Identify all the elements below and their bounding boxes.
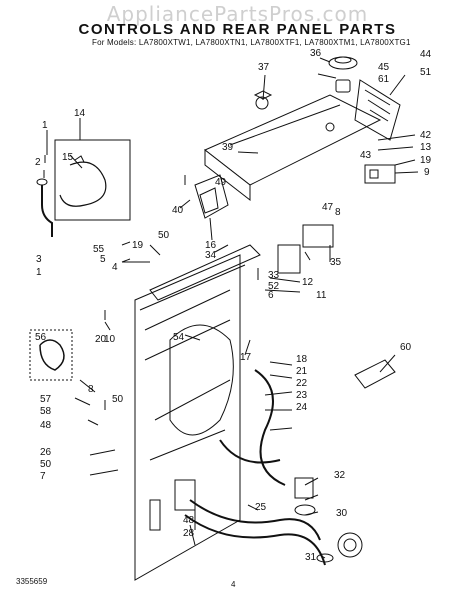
callout-label: 15: [62, 152, 74, 163]
callout-label: 49: [215, 177, 227, 188]
callout-label: 48: [183, 515, 195, 526]
callout-label: 57: [40, 394, 52, 405]
callout-label: 34: [205, 250, 217, 261]
callout-label: 50: [112, 394, 124, 405]
callout-label: 20: [95, 334, 107, 345]
callout-label: 43: [360, 150, 372, 161]
callout-label: 17: [240, 352, 252, 363]
callout-label: 30: [336, 508, 348, 519]
callout-label: 50: [158, 230, 170, 241]
callout-label: 36: [310, 48, 322, 59]
callout-label: 5: [100, 254, 106, 265]
callout-label: 51: [420, 67, 432, 78]
callout-label: 54: [173, 332, 185, 343]
callout-label: 19: [132, 240, 144, 251]
callout-labels: 1 14 15 37 36 44 45 61 51 39 43 42 13 19…: [35, 48, 432, 563]
callout-label: 7: [40, 471, 46, 482]
callout-label: 33: [268, 270, 280, 281]
callout-label: 39: [222, 142, 234, 153]
callout-label: 40: [172, 205, 184, 216]
watermark: AppliancePartsPros.com: [106, 2, 369, 26]
callout-label: 28: [183, 528, 195, 539]
callout-label: 2: [35, 157, 41, 168]
callout-label: 1: [36, 267, 42, 278]
callout-label: 25: [255, 502, 267, 513]
callout-label: 9: [424, 167, 430, 178]
callout-label: 44: [420, 49, 432, 60]
diagram-title: CONTROLS AND REAR PANEL PARTS: [78, 21, 397, 38]
cord-box: [54, 139, 131, 221]
timer-bracket: [354, 79, 401, 141]
callout-label: 31: [305, 552, 317, 563]
callout-label: 55: [93, 244, 105, 255]
callout-label: 6: [268, 290, 274, 301]
callout-label: 47: [322, 202, 334, 213]
callout-label: 24: [296, 402, 308, 413]
callout-label: 18: [296, 354, 308, 365]
callout-label: 45: [378, 62, 390, 73]
callout-label: 13: [420, 142, 432, 153]
callout-label: 4: [112, 262, 118, 273]
callout-label: 50: [40, 459, 52, 470]
callout-label: 8: [335, 207, 341, 218]
callout-label: 14: [74, 108, 86, 119]
callout-label: 19: [420, 155, 432, 166]
callout-label: 8: [88, 384, 94, 395]
callout-label: 26: [40, 447, 52, 458]
callout-label: 12: [302, 277, 314, 288]
callout-label: 16: [205, 240, 217, 251]
callout-label: 3: [36, 254, 42, 265]
callout-label: 23: [296, 390, 308, 401]
callout-label: 61: [378, 74, 390, 85]
control-console-face: [204, 148, 251, 202]
callout-label: 52: [268, 281, 280, 292]
callout-label: 58: [40, 406, 52, 417]
callout-label: 11: [316, 290, 327, 301]
callout-label: 42: [420, 130, 432, 141]
callout-label: 22: [296, 378, 308, 389]
callout-label: 1: [42, 120, 48, 131]
callout-label: 48: [40, 420, 52, 431]
callout-label: 32: [334, 470, 346, 481]
callout-label: 35: [330, 257, 342, 268]
callout-label: 56: [35, 332, 47, 343]
callout-label: 21: [296, 366, 308, 377]
hose-box: [29, 329, 73, 381]
document-number: 3355659: [16, 577, 48, 586]
models-subtitle: For Models: LA7800XTW1, LA7800XTN1, LA78…: [92, 38, 411, 47]
callout-label: 37: [258, 62, 270, 73]
callout-label: 10: [104, 334, 116, 345]
page-number: 4: [231, 580, 236, 589]
callout-label: 60: [400, 342, 412, 353]
